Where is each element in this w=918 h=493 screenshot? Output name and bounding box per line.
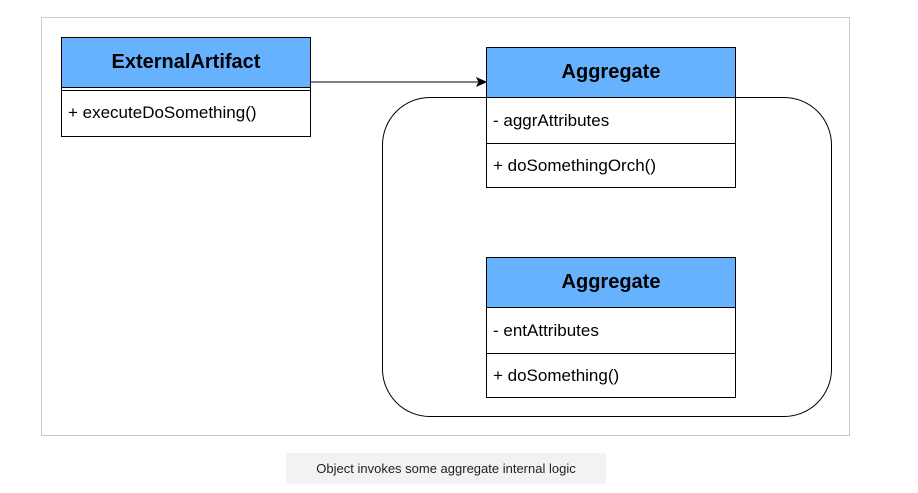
figure-caption: Object invokes some aggregate internal l… bbox=[286, 453, 606, 484]
aggregate-root-class: Aggregate - aggrAttributes + doSomething… bbox=[486, 47, 736, 188]
class-title: Aggregate bbox=[487, 258, 735, 308]
class-attributes: - entAttributes bbox=[493, 320, 599, 340]
class-attributes: - aggrAttributes bbox=[493, 110, 610, 130]
class-operations: + doSomething() bbox=[487, 353, 735, 398]
aggregate-entity-class: Aggregate - entAttributes + doSomething(… bbox=[486, 257, 736, 398]
class-title: Aggregate bbox=[487, 48, 735, 98]
external-artifact-class: ExternalArtifact + executeDoSomething() bbox=[61, 37, 311, 137]
empty-attributes-compartment bbox=[62, 88, 310, 91]
class-title: ExternalArtifact bbox=[62, 38, 310, 88]
class-operations: + doSomethingOrch() bbox=[487, 143, 735, 188]
class-operations: + executeDoSomething() bbox=[68, 103, 257, 122]
